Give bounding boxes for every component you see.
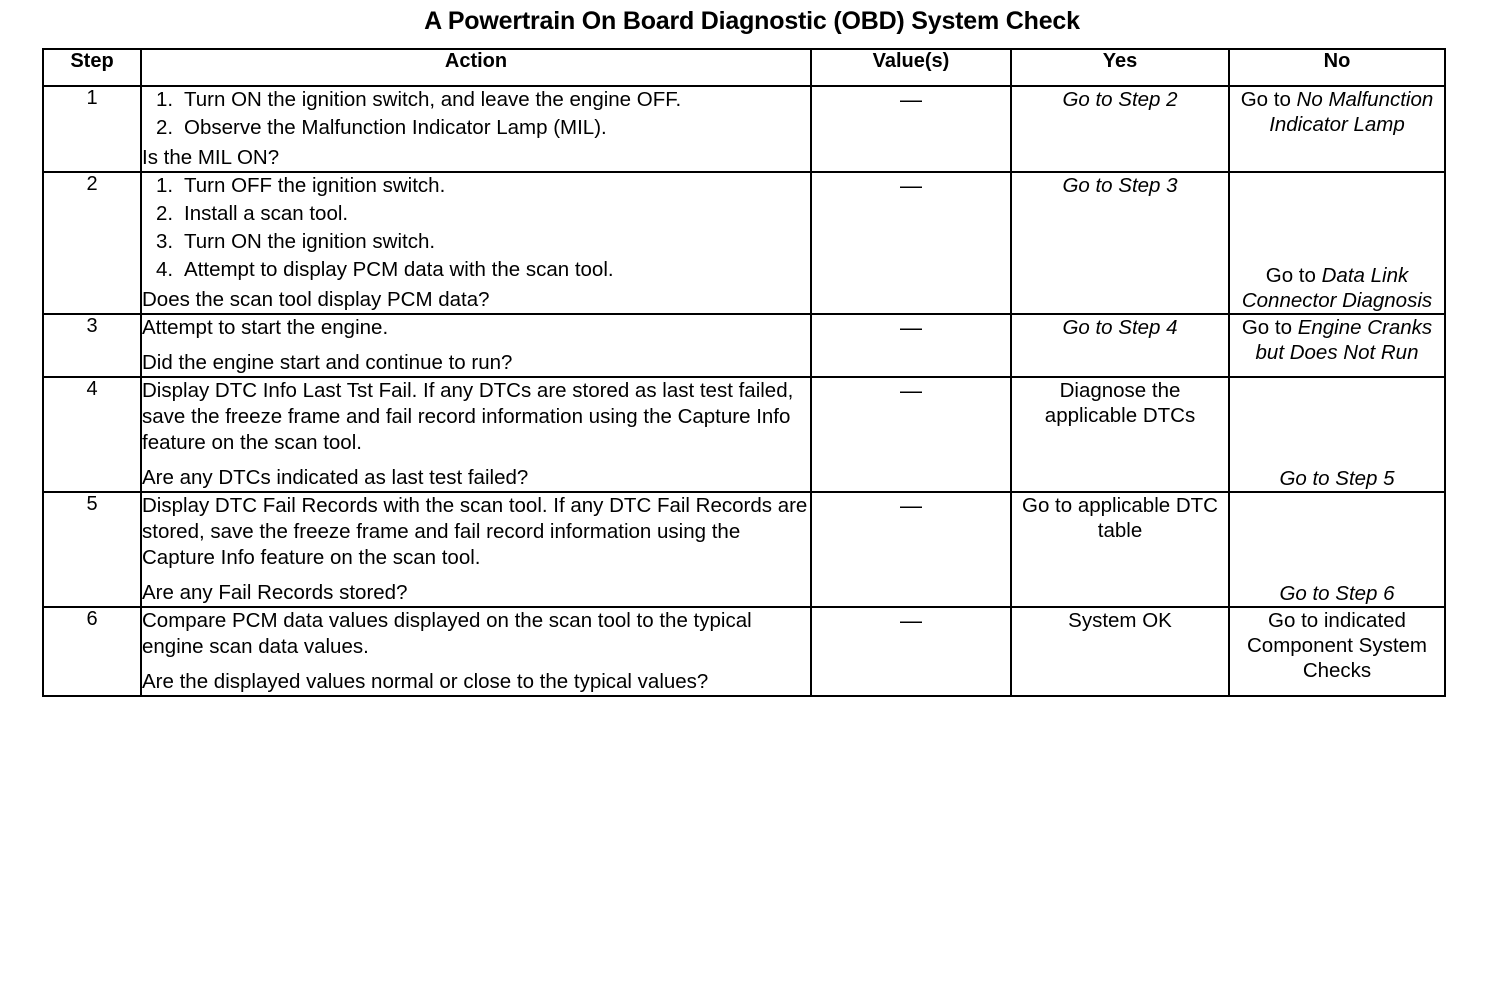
value-dash: —	[900, 493, 922, 518]
yes-action-reference: Go to Step 3	[1062, 174, 1178, 197]
action-step-text: Turn OFF the ignition switch.	[184, 174, 446, 197]
obd-table-container: Step Action Value(s) Yes No 1 1. Turn ON t…	[42, 48, 1446, 697]
action-question: Are the displayed values normal or close…	[142, 670, 709, 693]
action-step-text: Install a scan tool.	[184, 202, 349, 225]
yes-action-text: System OK	[1068, 609, 1172, 632]
no-action-text: Go to	[1240, 88, 1297, 111]
no-action-reference: Engine Cranks but Does Not Run	[1255, 316, 1433, 364]
column-header-action: Action	[140, 48, 812, 87]
yes-action-cell: Diagnose the applicable DTCs	[1010, 376, 1230, 493]
table-header-row: Step Action Value(s) Yes No	[42, 48, 1446, 87]
value-cell: —	[810, 85, 1012, 173]
yes-action-text: Diagnose the applicable DTCs	[1044, 379, 1196, 427]
no-action-text: Go to	[1265, 264, 1322, 287]
value-dash: —	[900, 315, 922, 340]
yes-action-cell: Go to Step 3	[1010, 171, 1230, 315]
action-question: Does the scan tool display PCM data?	[142, 288, 490, 311]
action-cell: Display DTC Info Last Tst Fail. If any D…	[140, 376, 812, 493]
step-number-cell: 1	[42, 85, 142, 173]
table-row: 1 1. Turn ON the ignition switch, and leav…	[42, 85, 1446, 173]
action-step-number: 4.	[156, 258, 174, 281]
action-step-number: 1.	[156, 174, 174, 197]
action-step-text: Attempt to display PCM data with the sca…	[184, 258, 614, 281]
action-cell: Attempt to start the engine. Did the engi…	[140, 313, 812, 378]
action-paragraph: Attempt to start the engine.	[142, 316, 389, 339]
action-step-text: Turn ON the ignition switch, and leave t…	[184, 88, 682, 111]
no-action-cell: Go to No Malfunction Indicator Lamp	[1228, 85, 1446, 173]
step-number-cell: 5	[42, 491, 142, 608]
action-question: Are any DTCs indicated as last test fail…	[142, 466, 529, 489]
action-paragraph: Display DTC Fail Records with the scan t…	[142, 494, 808, 569]
value-cell: —	[810, 376, 1012, 493]
no-action-reference: Go to Step 6	[1279, 582, 1395, 605]
value-cell: —	[810, 491, 1012, 608]
no-action-cell: Go to Step 6	[1228, 491, 1446, 608]
action-question: Did the engine start and continue to run…	[142, 351, 513, 374]
step-number-cell: 4	[42, 376, 142, 493]
table-header: Step Action Value(s) Yes No	[42, 48, 1446, 87]
no-action-reference: Data Link Connector Diagnosis	[1241, 264, 1433, 312]
column-header-value: Value(s)	[810, 48, 1012, 87]
action-question: Is the MIL ON?	[142, 146, 280, 169]
action-step-item: 2. Observe the Malfunction Indicator Lamp…	[142, 115, 810, 141]
column-header-yes: Yes	[1010, 48, 1230, 87]
yes-action-reference: Go to Step 2	[1062, 88, 1178, 111]
action-cell: 1. Turn ON the ignition switch, and leave…	[140, 85, 812, 173]
action-paragraph: Display DTC Info Last Tst Fail. If any D…	[142, 379, 794, 454]
value-dash: —	[900, 87, 922, 112]
action-paragraph: Compare PCM data values displayed on the…	[142, 609, 752, 658]
no-action-cell: Go to indicated Component System Checks	[1228, 606, 1446, 697]
action-step-number: 3.	[156, 230, 174, 253]
action-step-item: 4. Attempt to display PCM data with the s…	[142, 257, 810, 283]
table-row: 2 1. Turn OFF the ignition switch. 2. Instal…	[42, 171, 1446, 315]
action-step-text: Turn ON the ignition switch.	[184, 230, 436, 253]
column-header-step: Step	[42, 48, 142, 87]
step-number-cell: 3	[42, 313, 142, 378]
yes-action-text: Go to applicable DTC table	[1022, 494, 1218, 542]
action-step-number: 2.	[156, 202, 174, 225]
value-dash: —	[900, 608, 922, 633]
action-step-item: 2. Install a scan tool.	[142, 201, 810, 227]
value-cell: —	[810, 606, 1012, 697]
yes-action-reference: Go to Step 4	[1062, 316, 1178, 339]
column-header-no: No	[1228, 48, 1446, 87]
no-action-text: Go to indicated Component System Checks	[1246, 609, 1428, 682]
value-dash: —	[900, 173, 922, 198]
action-step-list: 1. Turn ON the ignition switch, and leave…	[142, 87, 810, 141]
obd-system-check-table: Step Action Value(s) Yes No 1 1. Turn ON t…	[42, 48, 1446, 697]
action-step-item: 3. Turn ON the ignition switch.	[142, 229, 810, 255]
no-action-cell: Go to Step 5	[1228, 376, 1446, 493]
action-question: Are any Fail Records stored?	[142, 581, 408, 604]
value-dash: —	[900, 378, 922, 403]
step-number-cell: 2	[42, 171, 142, 315]
step-number-cell: 6	[42, 606, 142, 697]
no-action-text: Go to	[1241, 316, 1298, 339]
action-step-number: 1.	[156, 88, 174, 111]
page-title: A Powertrain On Board Diagnostic (OBD) S…	[424, 7, 1080, 35]
action-step-list: 1. Turn OFF the ignition switch. 2. Install…	[142, 173, 810, 283]
no-action-reference: Go to Step 5	[1279, 467, 1395, 490]
table-body: 1 1. Turn ON the ignition switch, and leav…	[42, 85, 1446, 697]
no-action-cell: Go to Engine Cranks but Does Not Run	[1228, 313, 1446, 378]
action-step-text: Observe the Malfunction Indicator Lamp (…	[184, 116, 607, 139]
no-action-cell: Go to Data Link Connector Diagnosis	[1228, 171, 1446, 315]
yes-action-cell: Go to applicable DTC table	[1010, 491, 1230, 608]
action-cell: Compare PCM data values displayed on the…	[140, 606, 812, 697]
action-cell: 1. Turn OFF the ignition switch. 2. Install…	[140, 171, 812, 315]
yes-action-cell: System OK	[1010, 606, 1230, 697]
action-step-number: 2.	[156, 116, 174, 139]
yes-action-cell: Go to Step 2	[1010, 85, 1230, 173]
value-cell: —	[810, 313, 1012, 378]
action-cell: Display DTC Fail Records with the scan t…	[140, 491, 812, 608]
value-cell: —	[810, 171, 1012, 315]
no-action-reference: No Malfunction Indicator Lamp	[1269, 88, 1434, 136]
action-step-item: 1. Turn OFF the ignition switch.	[142, 173, 810, 199]
action-step-item: 1. Turn ON the ignition switch, and leave…	[142, 87, 810, 113]
yes-action-cell: Go to Step 4	[1010, 313, 1230, 378]
